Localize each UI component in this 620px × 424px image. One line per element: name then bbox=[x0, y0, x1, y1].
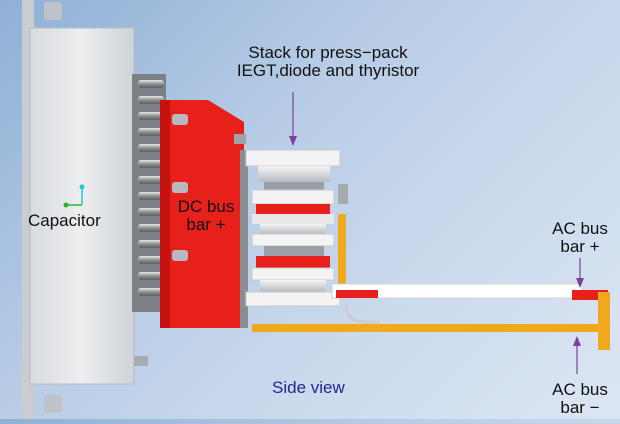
stud bbox=[234, 134, 246, 144]
axis-marker-dot-2 bbox=[79, 184, 85, 190]
ac-bus-minus-label: AC bus bar − bbox=[540, 381, 620, 417]
bus-clamp bbox=[240, 150, 248, 328]
fin bbox=[138, 224, 164, 232]
stack-disk bbox=[258, 166, 330, 182]
fin bbox=[138, 80, 164, 88]
bolt bbox=[172, 250, 188, 261]
ac-bus-plus-segment bbox=[336, 290, 378, 298]
stack-disk bbox=[260, 224, 326, 234]
stack-label-line2: IEGT,diode and thyristor bbox=[236, 61, 420, 80]
capacitor bbox=[22, 0, 148, 419]
ac-bus-bar-plus bbox=[331, 283, 608, 300]
dc-bus-label-line1: DC bus bbox=[177, 197, 235, 216]
ac-bus-cable bbox=[344, 303, 380, 324]
stack-label: Stack for press−pack IEGT,diode and thyr… bbox=[212, 44, 444, 80]
ac-bus-plus-label-line1: AC bus bbox=[552, 219, 608, 238]
stack-plate bbox=[251, 233, 335, 247]
stack-arrow-head bbox=[289, 136, 297, 146]
ac-minus-arrow-head bbox=[573, 336, 581, 346]
stack-side-strap bbox=[338, 214, 346, 290]
stack-label-line1: Stack for press−pack bbox=[248, 43, 408, 62]
stack-device-red bbox=[256, 204, 330, 214]
fin bbox=[138, 192, 164, 200]
ac-bus-minus-label-line2: bar − bbox=[560, 398, 600, 417]
fin bbox=[138, 96, 164, 104]
stack-disk bbox=[260, 280, 326, 292]
fin bbox=[138, 240, 164, 248]
dc-bus-bar-plus bbox=[160, 100, 248, 328]
fin bbox=[138, 176, 164, 184]
press-pack-stack bbox=[245, 149, 348, 307]
fin bbox=[138, 272, 164, 280]
ac-bus-plus-label-line2: bar + bbox=[560, 237, 600, 256]
stack-plate bbox=[251, 267, 335, 281]
ac-bus-bar-minus bbox=[252, 292, 610, 350]
dc-bus-label: DC bus bar + bbox=[168, 198, 244, 234]
ac-bus-plus-label: AC bus bar + bbox=[540, 220, 620, 256]
stack-plate bbox=[251, 189, 335, 205]
stack-device-red bbox=[256, 256, 330, 268]
bolt bbox=[172, 114, 188, 125]
ac-bus-plus-terminal bbox=[572, 290, 608, 300]
fin bbox=[138, 288, 164, 296]
capacitor-mount-hole-top bbox=[44, 2, 62, 20]
axis-marker-dot bbox=[63, 202, 69, 208]
fin bbox=[138, 208, 164, 216]
stack-clamp bbox=[338, 184, 348, 204]
capacitor-terminal bbox=[134, 356, 148, 366]
bolt bbox=[172, 182, 188, 193]
stack-bottom-plate bbox=[245, 291, 341, 307]
stack-plate bbox=[252, 214, 334, 224]
dc-bus-plate bbox=[162, 100, 244, 328]
capacitor-label-text: Capacitor bbox=[28, 211, 101, 230]
capacitor-mount-hole-bottom bbox=[44, 395, 62, 413]
annotation-arrows bbox=[289, 92, 584, 374]
capacitor-body bbox=[29, 27, 135, 385]
ac-bus-minus-terminal bbox=[598, 292, 610, 350]
stack-spacer bbox=[264, 246, 324, 256]
fin bbox=[138, 160, 164, 168]
ac-bus-minus-bar bbox=[252, 324, 602, 332]
side-view-caption-text: Side view bbox=[272, 378, 345, 397]
stack-top-plate bbox=[245, 149, 341, 167]
ac-bus-minus-label-line1: AC bus bbox=[552, 380, 608, 399]
fin bbox=[138, 144, 164, 152]
dc-bus-label-line2: bar + bbox=[186, 215, 226, 234]
fin bbox=[138, 112, 164, 120]
side-view-caption: Side view bbox=[272, 379, 345, 397]
stack-spacer bbox=[264, 182, 324, 190]
capacitor-label: Capacitor bbox=[28, 212, 101, 230]
dc-bus-edge bbox=[160, 100, 170, 328]
ac-plus-arrow-head bbox=[576, 278, 584, 288]
fin bbox=[138, 128, 164, 136]
fin bbox=[138, 256, 164, 264]
